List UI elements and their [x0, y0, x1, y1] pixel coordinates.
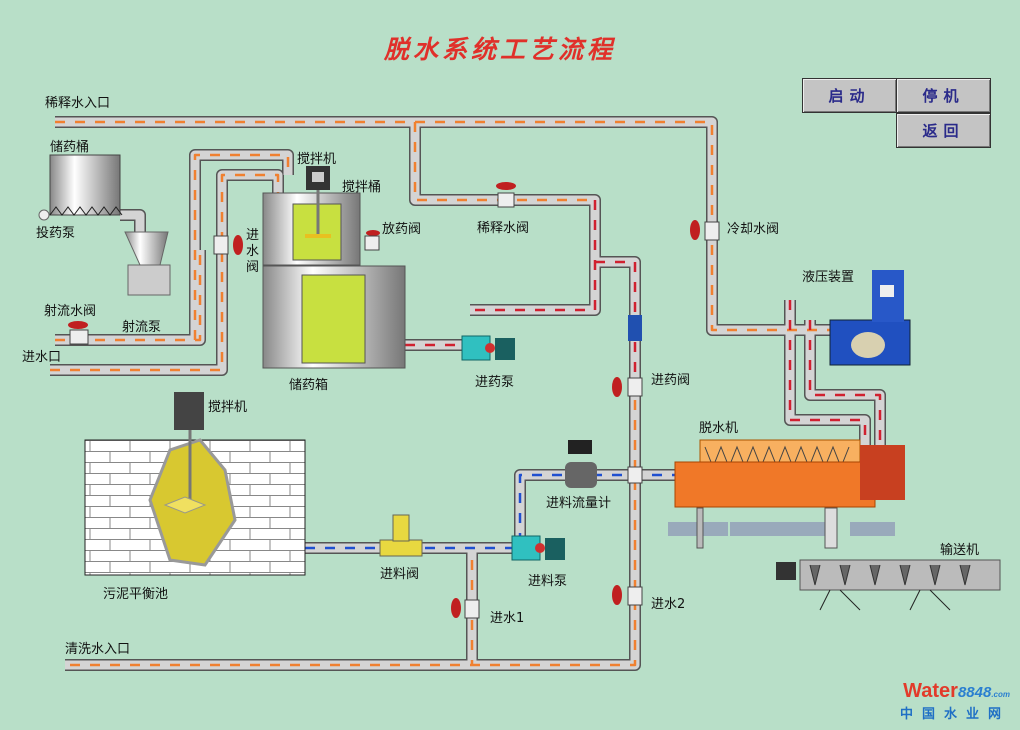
hydraulic-unit [829, 270, 911, 366]
watermark-cn: 中国水业网 [899, 707, 1010, 722]
flow-blue [305, 473, 680, 550]
drug-feed-pump [461, 335, 515, 361]
mixing-tank [262, 166, 361, 266]
jet-pump [124, 231, 171, 296]
label-jet-valve: 射流水阀 [44, 304, 97, 319]
label-drug-inlet-valve: 进药阀 [651, 373, 691, 388]
drug-barrel [38, 154, 123, 221]
label-mixing-tank: 搅拌桶 [342, 180, 382, 195]
label-dosing-pump: 投药泵 [36, 226, 76, 241]
label-water-inlet: 进水口 [22, 350, 62, 365]
flowmeter [565, 440, 597, 488]
valves [68, 182, 700, 618]
label-dilution-valve: 稀释水阀 [477, 221, 530, 236]
feed-valve [379, 514, 423, 557]
label-drug-barrel: 储药桶 [50, 140, 90, 155]
stop-button[interactable]: 停机 [896, 78, 991, 113]
label-jet-pump: 射流泵 [122, 320, 162, 335]
sludge-tank [84, 392, 306, 576]
label-cooling-valve: 冷却水阀 [727, 222, 780, 237]
label-feed-valve: 进料阀 [380, 567, 420, 582]
watermark-com: .com [991, 690, 1010, 699]
label-drain-valve: 放药阀 [382, 222, 422, 237]
watermark-logo: Water8848.com 中国水业网 [900, 680, 1010, 722]
label-flowmeter: 进料流量计 [546, 496, 612, 511]
dewatering-machine [668, 439, 905, 549]
label-dewatering-machine: 脱水机 [699, 421, 739, 436]
label-inlet-valve: 进 [246, 228, 260, 243]
label-mixer-bottom: 搅拌机 [208, 400, 248, 415]
start-button[interactable]: 启动 [802, 78, 897, 113]
label-drug-feed-pump: 进药泵 [475, 375, 515, 390]
label-water-in-2: 进水2 [651, 597, 686, 612]
watermark-brand: Water [903, 680, 958, 702]
flow-red [405, 200, 882, 455]
page-title: 脱水系统工艺流程 [383, 35, 616, 64]
label-wash-inlet: 清洗水入口 [65, 642, 131, 657]
back-button[interactable]: 返回 [896, 113, 991, 148]
flow-sensor [628, 315, 642, 341]
label-sludge-tank: 污泥平衡池 [103, 587, 169, 602]
label-conveyor: 输送机 [940, 543, 980, 558]
valve-bodies [69, 192, 720, 619]
label-inlet-valve-3: 阀 [246, 260, 260, 275]
storage-box [262, 265, 406, 369]
label-dilution-inlet: 稀释水入口 [45, 96, 111, 111]
label-storage-box: 储药箱 [289, 378, 329, 393]
feed-pump [511, 535, 565, 561]
label-inlet-valve-2: 水 [246, 244, 260, 259]
label-feed-pump: 进料泵 [528, 574, 568, 589]
label-water-in-1: 进水1 [490, 611, 525, 626]
watermark-num: 8848 [957, 684, 992, 701]
label-hydraulic: 液压装置 [802, 270, 855, 285]
conveyor [776, 559, 1001, 611]
label-mixer-top: 搅拌机 [297, 152, 337, 167]
